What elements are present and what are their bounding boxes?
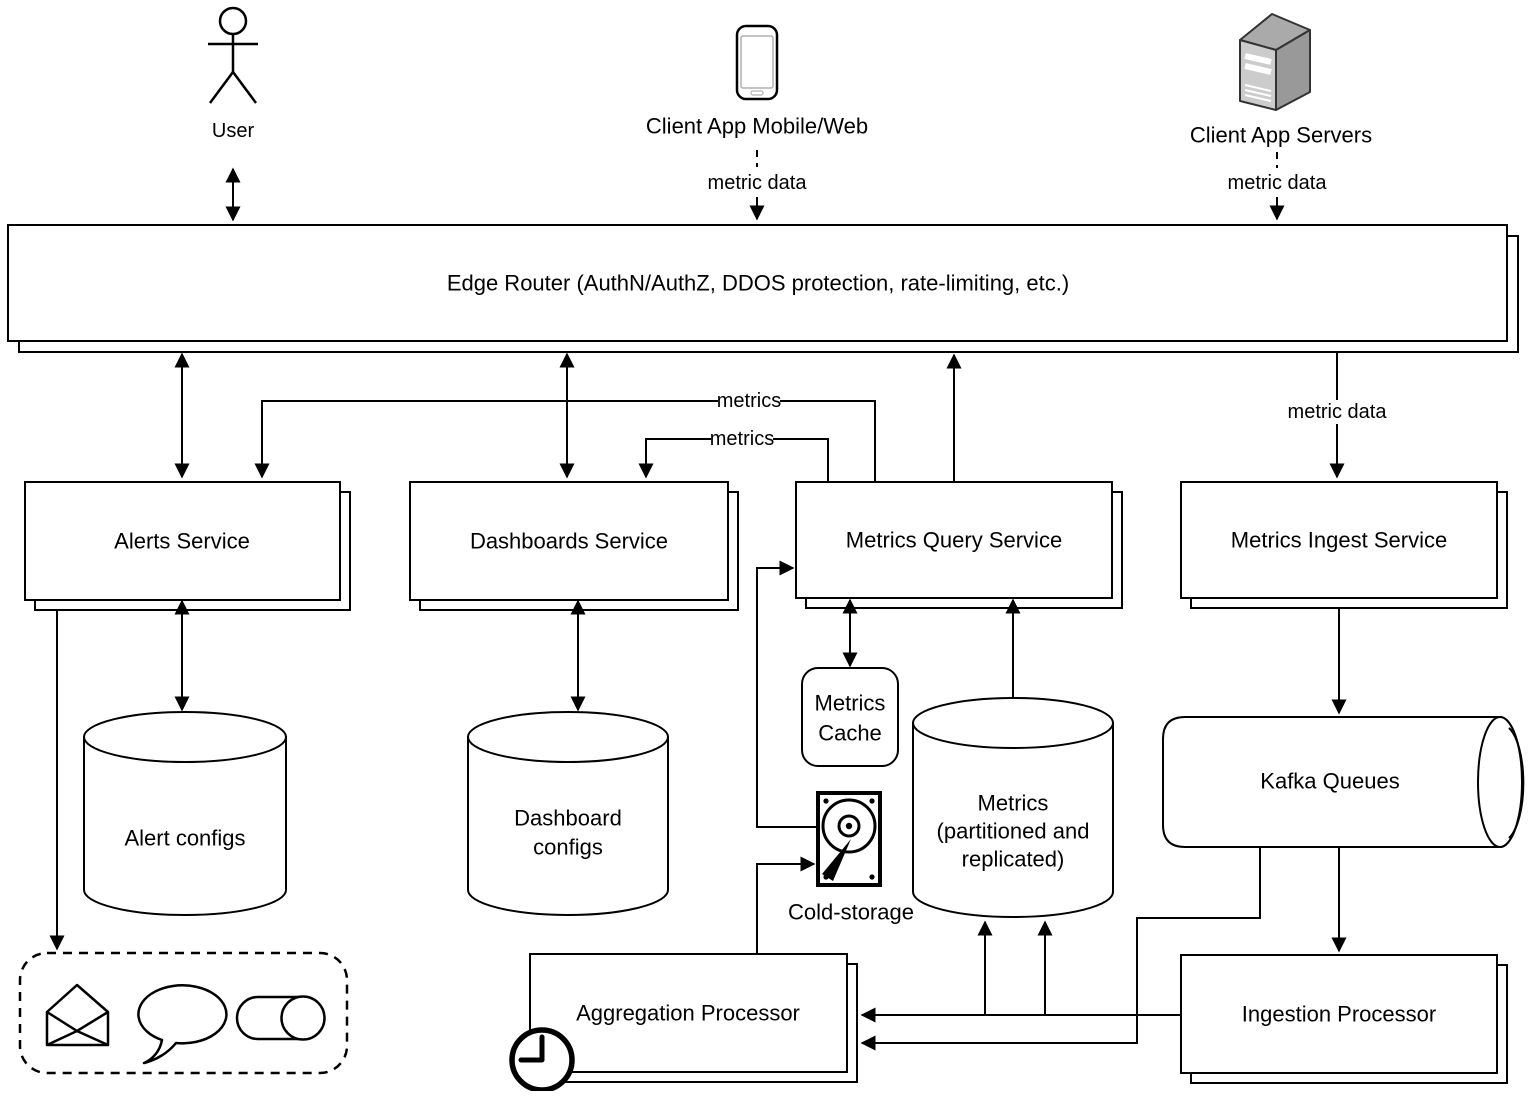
dashboard-configs-label-line2: configs <box>533 835 603 860</box>
dashboard-configs-label-line1: Dashboard <box>514 806 622 831</box>
ingestion-processor-node <box>1180 954 1508 1084</box>
metrics-store-label-line3: replicated) <box>962 847 1065 872</box>
email-icon <box>45 983 110 1047</box>
edge-kafka-aggregation <box>860 847 1261 1051</box>
metrics-ingest-service-node <box>1180 481 1508 609</box>
client-mobile-label: Client App Mobile/Web <box>646 114 868 139</box>
dashboards-service-node <box>409 481 739 611</box>
edge-aggregation-coldstorage <box>756 856 816 953</box>
metrics-db <box>912 697 1114 918</box>
metrics-store-label-line2: (partitioned and <box>937 819 1090 844</box>
dashboards-service-label: Dashboards Service <box>470 529 668 554</box>
ingest-metric-data-label: metric data <box>1288 401 1388 423</box>
mobile-metric-data-label: metric data <box>708 172 808 194</box>
metrics-cache-label-line2: Cache <box>818 721 882 746</box>
user-label: User <box>212 120 255 142</box>
toggle-icon <box>235 995 326 1041</box>
edge-coldstorage-query <box>756 560 818 828</box>
metrics-cache-node <box>801 667 899 767</box>
user-icon <box>208 6 258 104</box>
metrics-ingest-service-label: Metrics Ingest Service <box>1231 528 1447 553</box>
clock-icon <box>509 1027 575 1093</box>
alerts-service-label: Alerts Service <box>114 529 250 554</box>
servers-metric-data-label: metric data <box>1228 172 1328 194</box>
alert-configs-db <box>83 711 287 916</box>
metrics-edge-label-2: metrics <box>710 428 774 450</box>
hard-disk-icon <box>816 791 882 887</box>
ingestion-processor-label: Ingestion Processor <box>1242 1002 1436 1027</box>
metrics-store-label-line1: Metrics <box>978 791 1049 816</box>
server-icon <box>1239 13 1311 111</box>
dashboard-configs-db <box>467 711 669 916</box>
metrics-label-halo-2 <box>711 428 773 450</box>
metrics-query-service-label: Metrics Query Service <box>846 528 1062 553</box>
metrics-cache-label-line1: Metrics <box>815 691 886 716</box>
chat-bubble-icon <box>137 984 228 1065</box>
kafka-queues-label: Kafka Queues <box>1260 769 1399 794</box>
smartphone-icon <box>735 24 779 101</box>
metrics-label-halo-1 <box>718 390 780 412</box>
alert-configs-label: Alert configs <box>124 826 245 851</box>
metrics-edge-label-1: metrics <box>717 390 781 412</box>
client-servers-label: Client App Servers <box>1190 123 1372 148</box>
alerts-service-node <box>24 481 351 611</box>
aggregation-processor-label: Aggregation Processor <box>576 1001 800 1026</box>
edge-router-node <box>7 224 1519 353</box>
kafka-queues-node <box>1162 716 1525 848</box>
metrics-query-service-node <box>795 481 1123 609</box>
cold-storage-label: Cold-storage <box>788 900 914 925</box>
aggregation-processor-node <box>529 953 858 1083</box>
edge-router-label: Edge Router (AuthN/AuthZ, DDOS protectio… <box>447 271 1069 296</box>
metric-data-label-halo <box>1285 400 1389 424</box>
edge-query-alerts <box>254 400 876 482</box>
